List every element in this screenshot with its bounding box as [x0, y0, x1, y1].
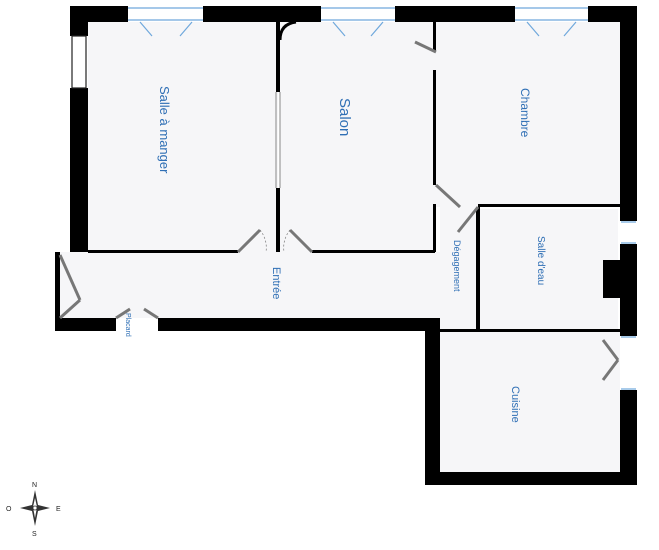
label-salon: Salon — [336, 98, 353, 136]
degagement-floor — [440, 207, 478, 332]
exterior-walls — [55, 6, 637, 485]
label-degagement: Dégagement — [452, 240, 462, 292]
compass-east: E — [56, 506, 61, 513]
doors — [58, 40, 620, 381]
entree-floor — [58, 252, 440, 318]
chambre-floor — [435, 22, 620, 207]
floor-areas — [58, 22, 620, 472]
label-salle-a-manger: Salle à manger — [157, 86, 172, 174]
interior-walls — [88, 22, 623, 332]
sliding-partition — [275, 20, 297, 188]
cuisine-floor — [440, 332, 620, 472]
compass-rose: N S O E — [6, 482, 61, 538]
label-salle-d-eau: Salle d'eau — [535, 236, 546, 285]
label-entree: Entrée — [270, 267, 282, 299]
windows — [71, 7, 636, 390]
label-chambre: Chambre — [518, 88, 532, 138]
label-placard: Placard — [124, 313, 131, 337]
label-cuisine: Cuisine — [509, 386, 521, 423]
salle-d-eau-floor — [480, 209, 618, 330]
salle-a-manger-floor — [88, 22, 278, 252]
compass-north: N — [32, 482, 37, 489]
compass-south: S — [32, 531, 37, 538]
compass-west: O — [6, 506, 12, 513]
salon-floor — [280, 22, 435, 252]
